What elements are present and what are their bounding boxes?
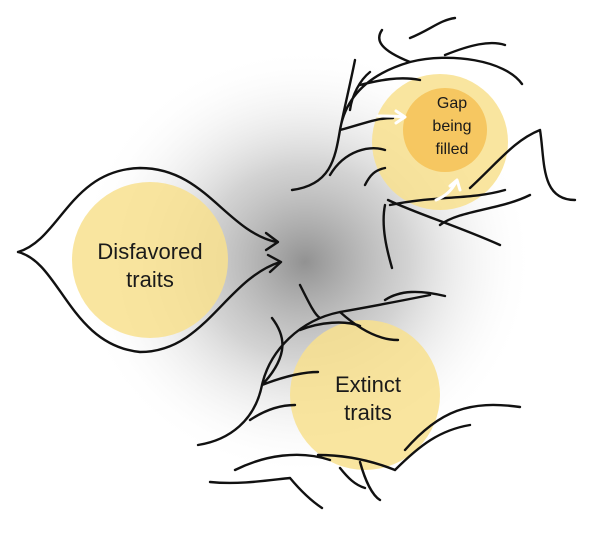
disfavored-group: Disfavored traits	[16, 166, 283, 354]
extinct-label-line1: Extinct	[335, 372, 401, 397]
disfavored-label-line2: traits	[126, 267, 174, 292]
gap-white-arrowhead-bottom	[448, 178, 462, 192]
gap-group: Gap being filled	[290, 16, 577, 270]
extinct-group: Extinct traits	[196, 283, 522, 510]
disfavored-label-line1: Disfavored	[97, 239, 202, 264]
gap-white-arrow-bottom	[434, 180, 458, 202]
disfavored-arrowhead-top	[264, 231, 280, 252]
disfavored-basin-outline	[16, 166, 282, 354]
extinct-label-line2: traits	[344, 400, 392, 425]
gap-label-line1: Gap	[437, 95, 467, 112]
gap-white-arrowhead-left	[394, 109, 407, 125]
gap-label-line3: filled	[436, 141, 469, 158]
disfavored-arrowhead-bottom	[266, 253, 283, 274]
gap-label-line2: being	[432, 118, 471, 135]
extinct-branch-lines	[196, 283, 522, 510]
disfavored-circle	[72, 182, 228, 338]
gap-white-arrow-left	[376, 114, 406, 119]
gap-branch-lines	[290, 16, 577, 270]
extinct-circle	[290, 320, 440, 470]
gap-core-circle	[403, 88, 487, 172]
